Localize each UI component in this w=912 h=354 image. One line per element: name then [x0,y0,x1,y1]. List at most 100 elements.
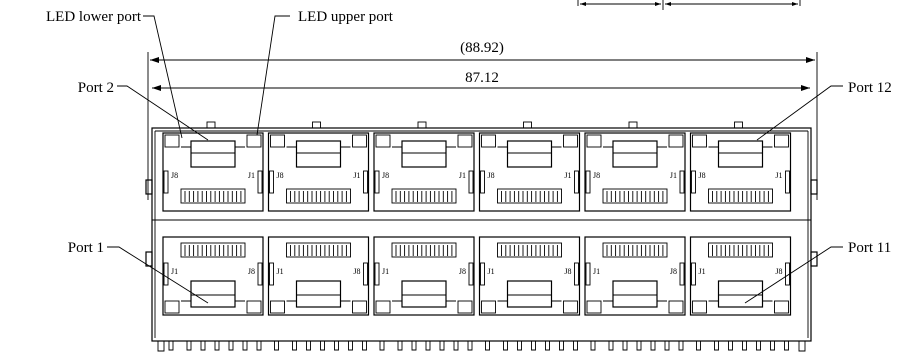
led-window-left [692,300,707,314]
side-rib-left [691,170,696,194]
led-window-right [563,134,578,148]
pin-label-left: J1 [699,267,706,276]
latch-step [603,146,667,154]
pin-label-right: J8 [670,267,677,276]
solder-pin [453,341,459,351]
callout-port-1: Port 1 [68,240,104,256]
solder-pin [559,341,564,351]
pin-label-left: J8 [277,171,284,180]
side-rib-right [468,262,474,286]
dimension-pitch-span: 87.12 [465,70,499,86]
side-rib-left [374,170,380,194]
solder-pin [467,341,473,351]
side-rib-left [163,262,169,286]
latch-opening [506,140,553,168]
mount-peg-right [798,341,806,352]
pin-label-right: J1 [775,171,782,180]
led-window-left [692,134,707,148]
led-window-right [246,134,262,148]
housing-bump [417,121,427,129]
solder-pin [728,341,733,351]
side-rib-right [679,170,685,194]
pin-label-right: J1 [670,171,677,180]
solder-pin [306,341,311,351]
side-rib-right [363,262,368,286]
solder-pin [531,341,536,351]
latch-step [708,146,773,154]
lower-port: J1 J8 [478,236,581,316]
latch-opening [506,280,553,308]
dimension-overall: (88.92) [460,40,504,56]
latch-opening [401,140,447,168]
led-window-left [375,300,391,314]
contact-comb [180,188,246,204]
led-window-left [270,300,285,314]
led-window-left [164,134,180,148]
side-rib-left [269,170,274,194]
side-rib-right [574,262,579,286]
solder-pin [503,341,508,351]
led-window-right [563,300,578,314]
leader-lines [107,15,843,304]
top-partial-dimension [577,0,801,10]
pin-label-right: J8 [564,267,571,276]
port-cavity [584,236,686,316]
side-rib-left [480,170,485,194]
latch-step [286,294,351,302]
latch-opening [190,140,236,168]
led-window-right [774,300,789,314]
led-window-left [164,300,180,314]
contact-comb [180,242,246,258]
solder-pin [439,341,445,351]
callout-port-11: Port 11 [848,240,891,256]
solder-pin [756,341,761,351]
port-cavity [373,236,475,316]
housing [145,127,818,342]
led-window-right [457,134,473,148]
pin-label-left: J8 [699,171,706,180]
port-cavity [689,132,792,212]
latch-step [181,294,245,302]
solder-pin [425,341,431,351]
callout-port-2: Port 2 [78,80,114,96]
latch-step [392,294,456,302]
solder-pin [784,341,789,351]
led-window-left [586,134,602,148]
solder-pin [320,341,325,351]
pin-label-left: J1 [277,267,284,276]
contact-comb [708,188,773,204]
solder-pin [573,341,578,351]
led-window-left [586,300,602,314]
port-cavity [267,236,370,316]
latch-opening [717,140,764,168]
housing-bump [206,121,216,129]
side-rib-left [163,170,169,194]
contact-comb [391,188,457,204]
led-window-left [481,300,496,314]
contact-comb [497,242,562,258]
latch-opening [612,140,658,168]
solder-pin [379,341,385,351]
dimension-lines [147,52,818,200]
port-cavity [478,236,581,316]
side-rib-right [785,170,790,194]
solder-pin [292,341,297,351]
solder-pin [334,341,339,351]
latch-step [181,146,245,154]
contact-comb [286,188,351,204]
pin-label-left: J1 [488,267,495,276]
pin-label-right: J8 [775,267,782,276]
solder-pin [186,341,192,351]
led-window-right [457,300,473,314]
solder-pin [362,341,367,351]
port-cavity [478,132,581,212]
side-rib-right [363,170,368,194]
